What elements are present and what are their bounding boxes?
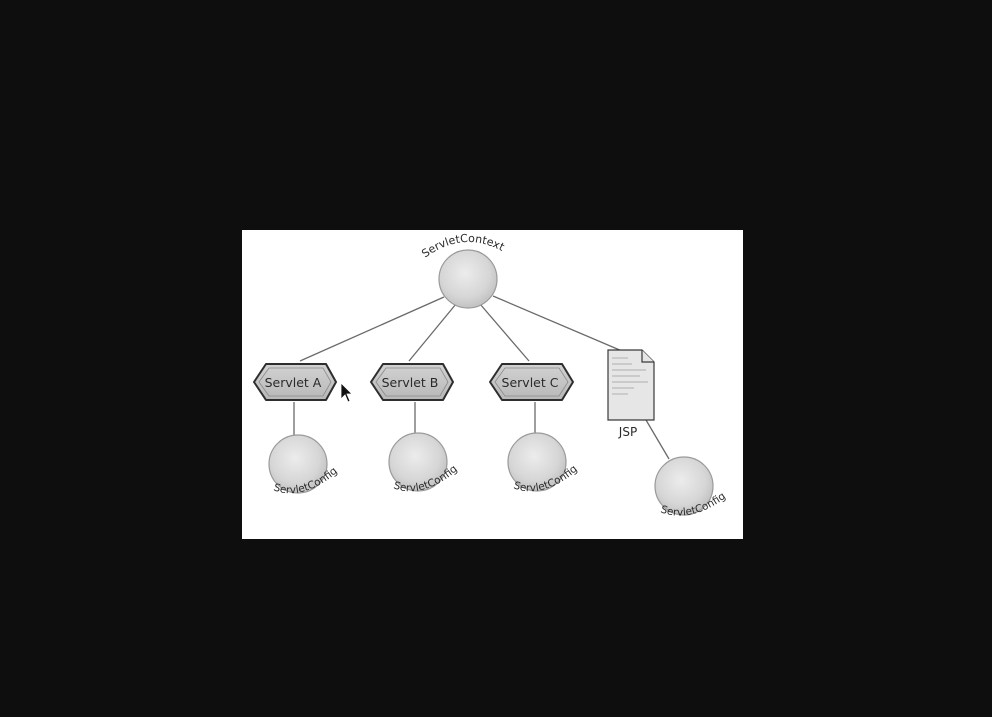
- servlet-a-label: Servlet A: [265, 375, 322, 390]
- servlet-c-label: Servlet C: [502, 375, 559, 390]
- jsp-label: JSP: [618, 425, 637, 439]
- servlet-c-node: Servlet C: [489, 363, 574, 401]
- servlet-b-node: Servlet B: [370, 363, 454, 401]
- jsp-node: JSP: [607, 349, 655, 439]
- diagram-slide: ServletContext Servlet A Servlet B Servl…: [242, 230, 743, 539]
- jsp-config-node: ServletConfig: [654, 456, 728, 519]
- servlet-b-label: Servlet B: [382, 375, 439, 390]
- servlet-b-config-node: ServletConfig: [388, 432, 460, 494]
- edge-context-servlet-c: [479, 303, 530, 362]
- servlet-c-config-node: ServletConfig: [507, 432, 580, 494]
- jsp-document-icon: [607, 349, 655, 421]
- servlet-a-node: Servlet A: [253, 363, 337, 401]
- edge-jsp-config: [645, 419, 670, 460]
- edge-context-servlet-a: [299, 296, 445, 362]
- edge-context-servlet-b: [408, 303, 457, 362]
- servlet-a-config-node: ServletConfig: [268, 434, 340, 496]
- mouse-cursor-icon: [340, 382, 353, 403]
- servlet-context-diagram: ServletContext Servlet A Servlet B Servl…: [253, 232, 728, 519]
- edge-context-jsp: [492, 295, 623, 352]
